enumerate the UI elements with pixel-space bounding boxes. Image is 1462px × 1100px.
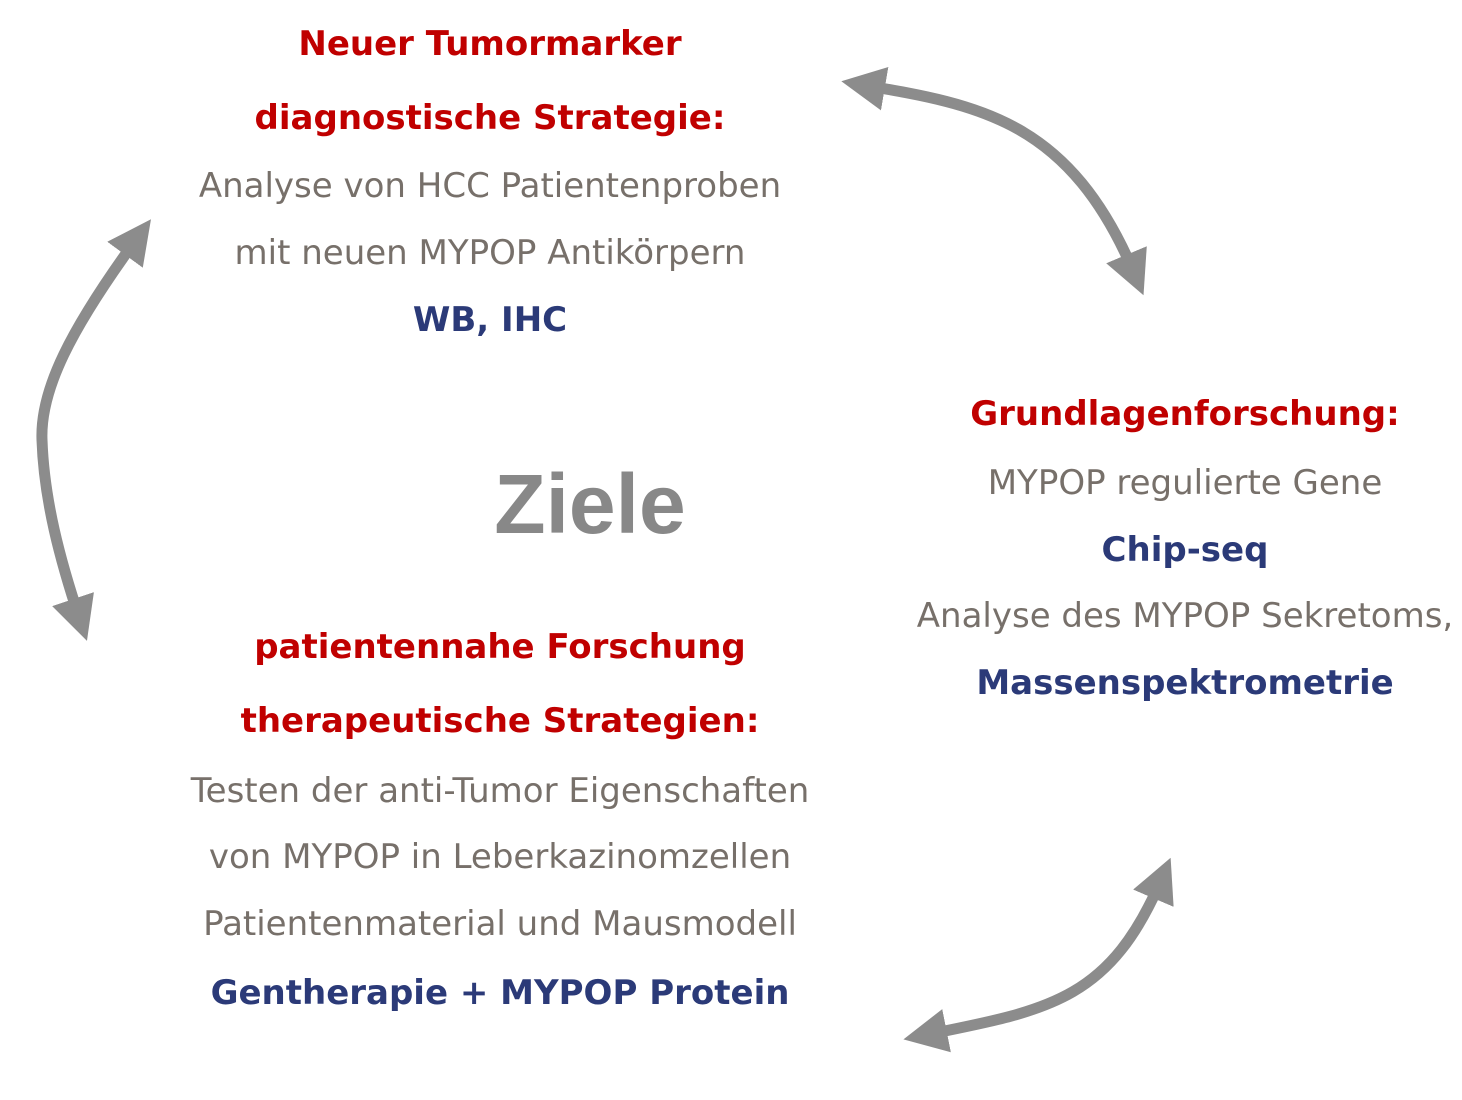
top-method: WB, IHC <box>412 300 568 340</box>
bottom-description-1: Testen der anti-Tumor Eigenschaften <box>190 771 810 811</box>
center-title: Ziele <box>494 457 686 551</box>
bottom-description-3: Patientenmaterial und Mausmodell <box>203 904 797 944</box>
right-method-1: Chip-seq <box>1101 530 1269 570</box>
arrow-bottom-right <box>903 857 1174 1053</box>
bottom-description-2: von MYPOP in Leberkazinomzellen <box>208 837 792 877</box>
right-description-2: Analyse des MYPOP Sekretoms, <box>916 596 1454 636</box>
top-heading-2: diagnostische Strategie: <box>254 98 726 138</box>
arrow-left <box>36 219 151 641</box>
top-description-2: mit neuen MYPOP Antikörpern <box>234 233 746 273</box>
right-heading: Grundlagenforschung: <box>970 394 1400 434</box>
right-description-1: MYPOP regulierte Gene <box>987 463 1383 503</box>
arrow-top-right <box>841 67 1147 296</box>
bottom-method: Gentherapie + MYPOP Protein <box>210 973 790 1013</box>
bottom-heading-2: therapeutische Strategien: <box>240 701 760 741</box>
right-method-2: Massenspektrometrie <box>976 663 1394 703</box>
bottom-heading-1: patientennahe Forschung <box>254 627 746 667</box>
top-heading-1: Neuer Tumormarker <box>298 24 682 64</box>
top-description-1: Analyse von HCC Patientenproben <box>198 166 782 206</box>
